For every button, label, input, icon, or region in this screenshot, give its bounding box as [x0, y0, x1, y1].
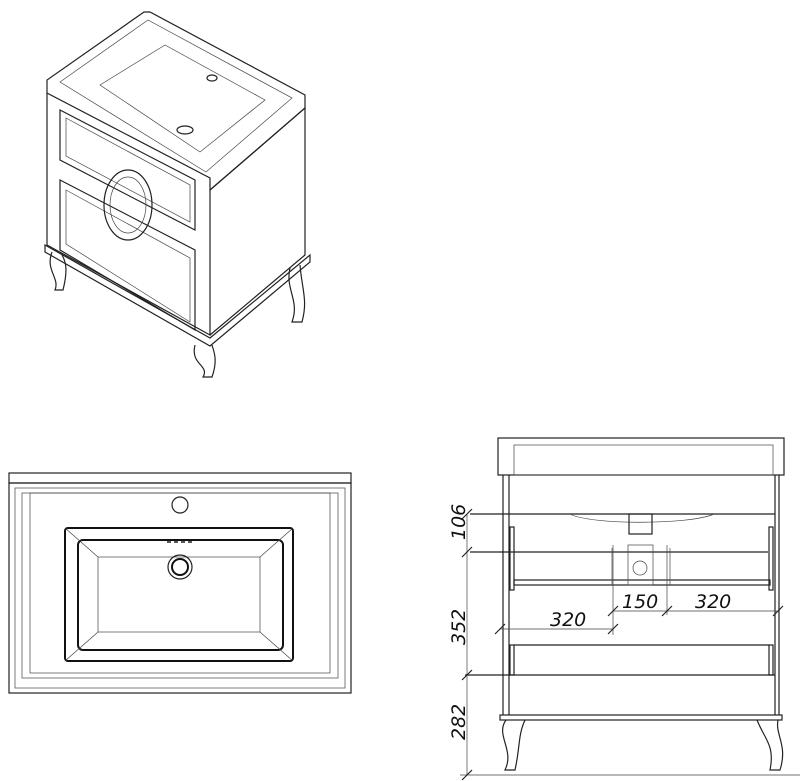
isometric-view [44, 11, 311, 378]
dim-320-right: 320 [695, 591, 731, 613]
dim-352: 352 [448, 609, 470, 645]
dim-106: 106 [448, 504, 470, 540]
cabinet-front [46, 93, 211, 337]
leg [193, 344, 216, 378]
front-view: 106 352 282 320 150 320 [448, 437, 800, 781]
basin-inner [77, 539, 284, 651]
drawer-top [59, 109, 196, 231]
drawer-bottom [59, 179, 196, 332]
faucet-hole-icon [171, 496, 189, 514]
drain-icon [176, 125, 194, 135]
dim-320-left: 320 [550, 609, 586, 631]
siphon [628, 513, 653, 535]
faucet-hole-icon [206, 74, 218, 82]
plinth [44, 243, 311, 347]
basin-outline [99, 44, 266, 153]
countertop-surface [59, 19, 293, 173]
plinth [499, 714, 783, 721]
cabinet-side [209, 106, 306, 336]
dim-150: 150 [622, 591, 658, 613]
leg [501, 719, 526, 771]
drawer-medallion [103, 169, 153, 241]
top-view [8, 472, 352, 694]
water-fittings [627, 544, 654, 586]
dim-282: 282 [448, 704, 470, 740]
leg [49, 251, 67, 291]
basin-outer [64, 527, 294, 662]
washbasin-front [497, 437, 785, 476]
drain-icon [167, 554, 193, 580]
countertop [46, 11, 306, 192]
leg [756, 719, 784, 771]
leg [288, 264, 306, 323]
